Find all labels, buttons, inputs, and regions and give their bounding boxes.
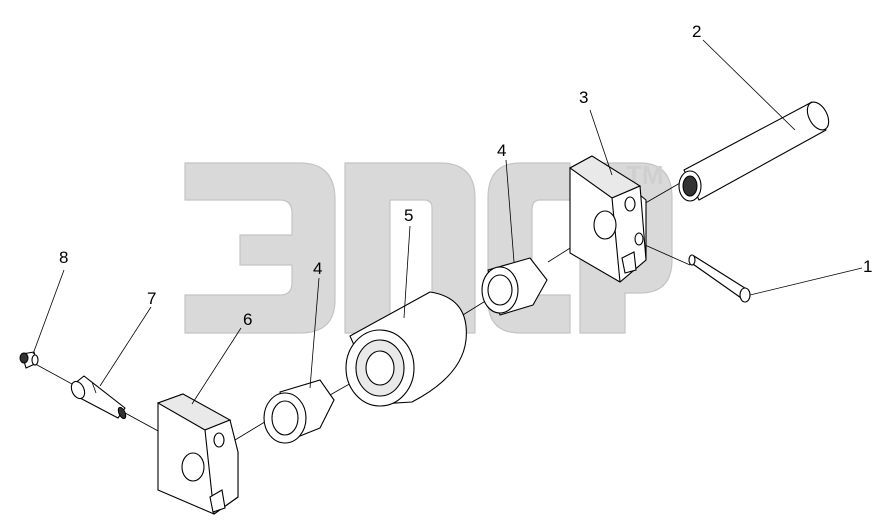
callout-5: 5 xyxy=(404,206,413,225)
callout-4-left: 4 xyxy=(313,259,322,278)
leader-lines xyxy=(32,39,863,405)
part-4-bushing-left xyxy=(263,379,335,444)
part-5-roller xyxy=(345,291,467,407)
callout-3: 3 xyxy=(579,88,588,107)
callout-6: 6 xyxy=(243,310,252,329)
watermark-letter-p xyxy=(344,162,476,334)
watermark-letter-e xyxy=(184,162,336,334)
callout-4-right: 4 xyxy=(497,141,506,160)
callout-8: 8 xyxy=(59,248,68,267)
callout-1: 1 xyxy=(863,257,872,276)
part-2-axle xyxy=(678,101,830,202)
callout-2: 2 xyxy=(692,22,701,41)
callout-labels: 1 2 3 4 4 5 6 7 8 xyxy=(59,22,872,329)
part-8-grease-fitting xyxy=(19,351,39,369)
part-6-bracket-left xyxy=(156,393,239,515)
part-7-bolt xyxy=(70,375,127,420)
callout-7: 7 xyxy=(147,289,156,308)
part-1-pin xyxy=(688,254,751,303)
part-4-bushing-right xyxy=(481,257,548,316)
part-3-bracket-right xyxy=(568,155,647,283)
